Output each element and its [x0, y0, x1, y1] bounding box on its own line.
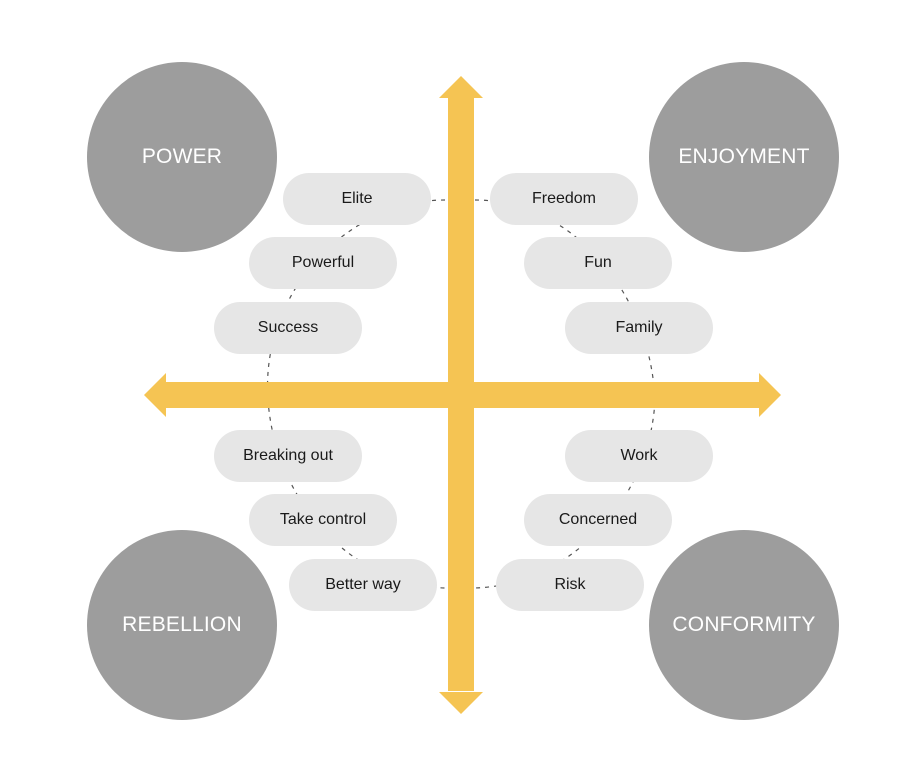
value-pill: Powerful — [249, 237, 397, 289]
value-pill: Success — [214, 302, 362, 354]
value-pill: Work — [565, 430, 713, 482]
value-pill: Family — [565, 302, 713, 354]
value-pill: Breaking out — [214, 430, 362, 482]
vertical-axis-arrow-down — [439, 692, 483, 714]
quadrant-power: POWER — [87, 62, 277, 252]
quadrant-enjoyment: ENJOYMENT — [649, 62, 839, 252]
horizontal-axis-shaft — [162, 382, 762, 408]
value-pill: Take control — [249, 494, 397, 546]
value-pill: Freedom — [490, 173, 638, 225]
value-pill: Better way — [289, 559, 437, 611]
horizontal-axis-arrow-left — [144, 373, 166, 417]
value-pill: Risk — [496, 559, 644, 611]
vertical-axis-arrow-up — [439, 76, 483, 98]
value-pill: Fun — [524, 237, 672, 289]
quadrant-conformity: CONFORMITY — [649, 530, 839, 720]
value-pill: Elite — [283, 173, 431, 225]
horizontal-axis-arrow-right — [759, 373, 781, 417]
quadrant-rebellion: REBELLION — [87, 530, 277, 720]
value-pill: Concerned — [524, 494, 672, 546]
horizontal-axis — [144, 373, 781, 417]
